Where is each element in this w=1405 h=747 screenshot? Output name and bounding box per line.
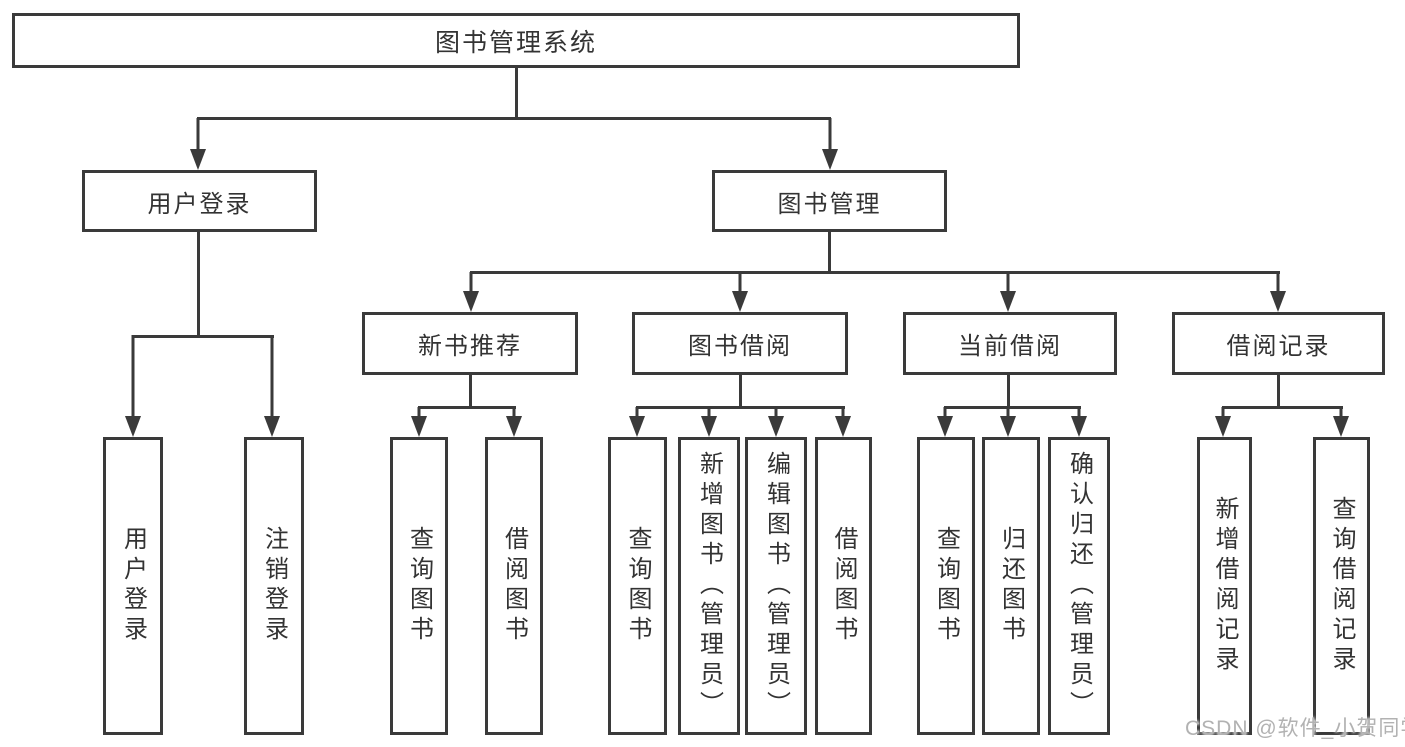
connector-arrow — [937, 407, 953, 437]
node-label: 新增借阅记录 — [1211, 496, 1238, 676]
node-label: 确认归还（管理员） — [1065, 451, 1093, 721]
node-label: 编辑图书（管理员） — [762, 451, 790, 721]
connector-arrow — [1000, 407, 1016, 437]
node-label: 借阅记录 — [1226, 333, 1331, 360]
leaf-add-borrow-record: 新增借阅记录 — [1197, 437, 1252, 735]
node-label: 新书推荐 — [418, 333, 522, 360]
connector-arrow — [835, 407, 851, 437]
node-label: 图书管理系统 — [434, 28, 597, 57]
leaf-user-login: 用户登录 — [103, 437, 163, 735]
connector-arrow — [768, 407, 784, 437]
connector-arrow — [190, 118, 206, 170]
connector-arrow — [463, 272, 479, 312]
leaf-add-books-admin: 新增图书（管理员） — [678, 437, 740, 735]
node-user-login: 用户登录 — [82, 170, 317, 232]
connector-line — [197, 232, 200, 338]
connector-line — [515, 68, 518, 120]
connector-line — [828, 232, 831, 274]
node-book-management: 图书管理 — [712, 170, 947, 232]
connector-arrow — [701, 407, 717, 437]
connector-line — [197, 117, 831, 120]
node-label: 注销登录 — [260, 526, 288, 646]
connector-line — [1222, 406, 1343, 409]
leaf-borrow-books-recommend: 借阅图书 — [485, 437, 543, 735]
connector-line — [132, 335, 274, 338]
node-label: 用户登录 — [119, 526, 147, 646]
connector-arrow — [411, 407, 427, 437]
connector-line — [469, 375, 472, 409]
connector-arrow — [1270, 272, 1286, 312]
node-label: 查询图书 — [624, 526, 651, 646]
connector-arrow — [732, 272, 748, 312]
node-book-borrowing: 图书借阅 — [632, 312, 848, 375]
node-label: 查询图书 — [932, 526, 960, 646]
node-label: 查询图书 — [405, 526, 433, 646]
node-label: 借阅图书 — [830, 526, 857, 646]
leaf-return-books: 归还图书 — [982, 437, 1040, 735]
connector-arrow — [629, 407, 645, 437]
connector-arrow — [125, 335, 141, 437]
connector-arrow — [1215, 407, 1231, 437]
leaf-edit-books-admin: 编辑图书（管理员） — [745, 437, 807, 735]
connector-line — [739, 375, 742, 409]
node-label: 查询借阅记录 — [1328, 496, 1355, 676]
connector-arrow — [506, 407, 522, 437]
leaf-query-books-borrow: 查询图书 — [608, 437, 667, 735]
leaf-query-books-recommend: 查询图书 — [390, 437, 448, 735]
connector-line — [470, 271, 1280, 274]
leaf-confirm-return-admin: 确认归还（管理员） — [1048, 437, 1110, 735]
node-borrowing-records: 借阅记录 — [1172, 312, 1385, 375]
connector-arrow — [1000, 272, 1016, 312]
connector-line — [418, 406, 516, 409]
csdn-watermark: CSDN @软件_小贺同学 — [1185, 717, 1405, 740]
leaf-logout: 注销登录 — [244, 437, 304, 735]
node-label: 图书借阅 — [688, 333, 792, 360]
connector-arrow — [1333, 407, 1349, 437]
leaf-query-books-current: 查询图书 — [917, 437, 975, 735]
node-label: 用户登录 — [147, 190, 252, 218]
node-library-management-system: 图书管理系统 — [12, 13, 1020, 68]
node-label: 图书管理 — [777, 190, 882, 218]
node-label: 新增图书（管理员） — [695, 451, 723, 721]
connector-line — [636, 406, 845, 409]
node-label: 借阅图书 — [500, 526, 528, 646]
leaf-query-borrow-record: 查询借阅记录 — [1313, 437, 1370, 735]
connector-arrow — [1071, 407, 1087, 437]
node-new-book-recommendation: 新书推荐 — [362, 312, 578, 375]
node-label: 当前借阅 — [958, 333, 1062, 360]
leaf-borrow-books: 借阅图书 — [815, 437, 872, 735]
connector-arrow — [264, 335, 280, 437]
node-current-borrowing: 当前借阅 — [903, 312, 1117, 375]
node-label: 归还图书 — [997, 526, 1025, 646]
connector-arrow — [822, 118, 838, 170]
connector-line — [1277, 375, 1280, 409]
connector-line — [1007, 375, 1010, 409]
